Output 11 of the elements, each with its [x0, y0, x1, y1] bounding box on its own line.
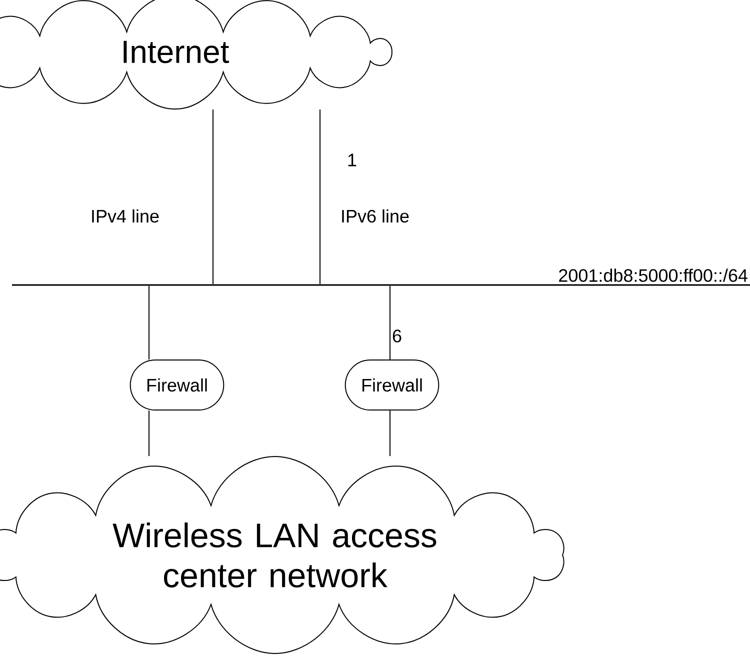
connector-line	[148, 410, 150, 457]
firewall-box: Firewall	[344, 360, 440, 410]
callout-number: 1	[348, 154, 356, 166]
network-bus-line	[12, 284, 750, 286]
edge-label: IPv6 line	[339, 208, 411, 224]
firewall-box: Firewall	[130, 360, 224, 410]
callout-number: 6	[392, 330, 402, 342]
edge-label: IPv4 line	[89, 208, 161, 224]
network-address-label: 2001:db8:5000:ff00::/64	[559, 268, 748, 282]
connector-line	[148, 285, 150, 360]
connector-line	[212, 109, 214, 285]
